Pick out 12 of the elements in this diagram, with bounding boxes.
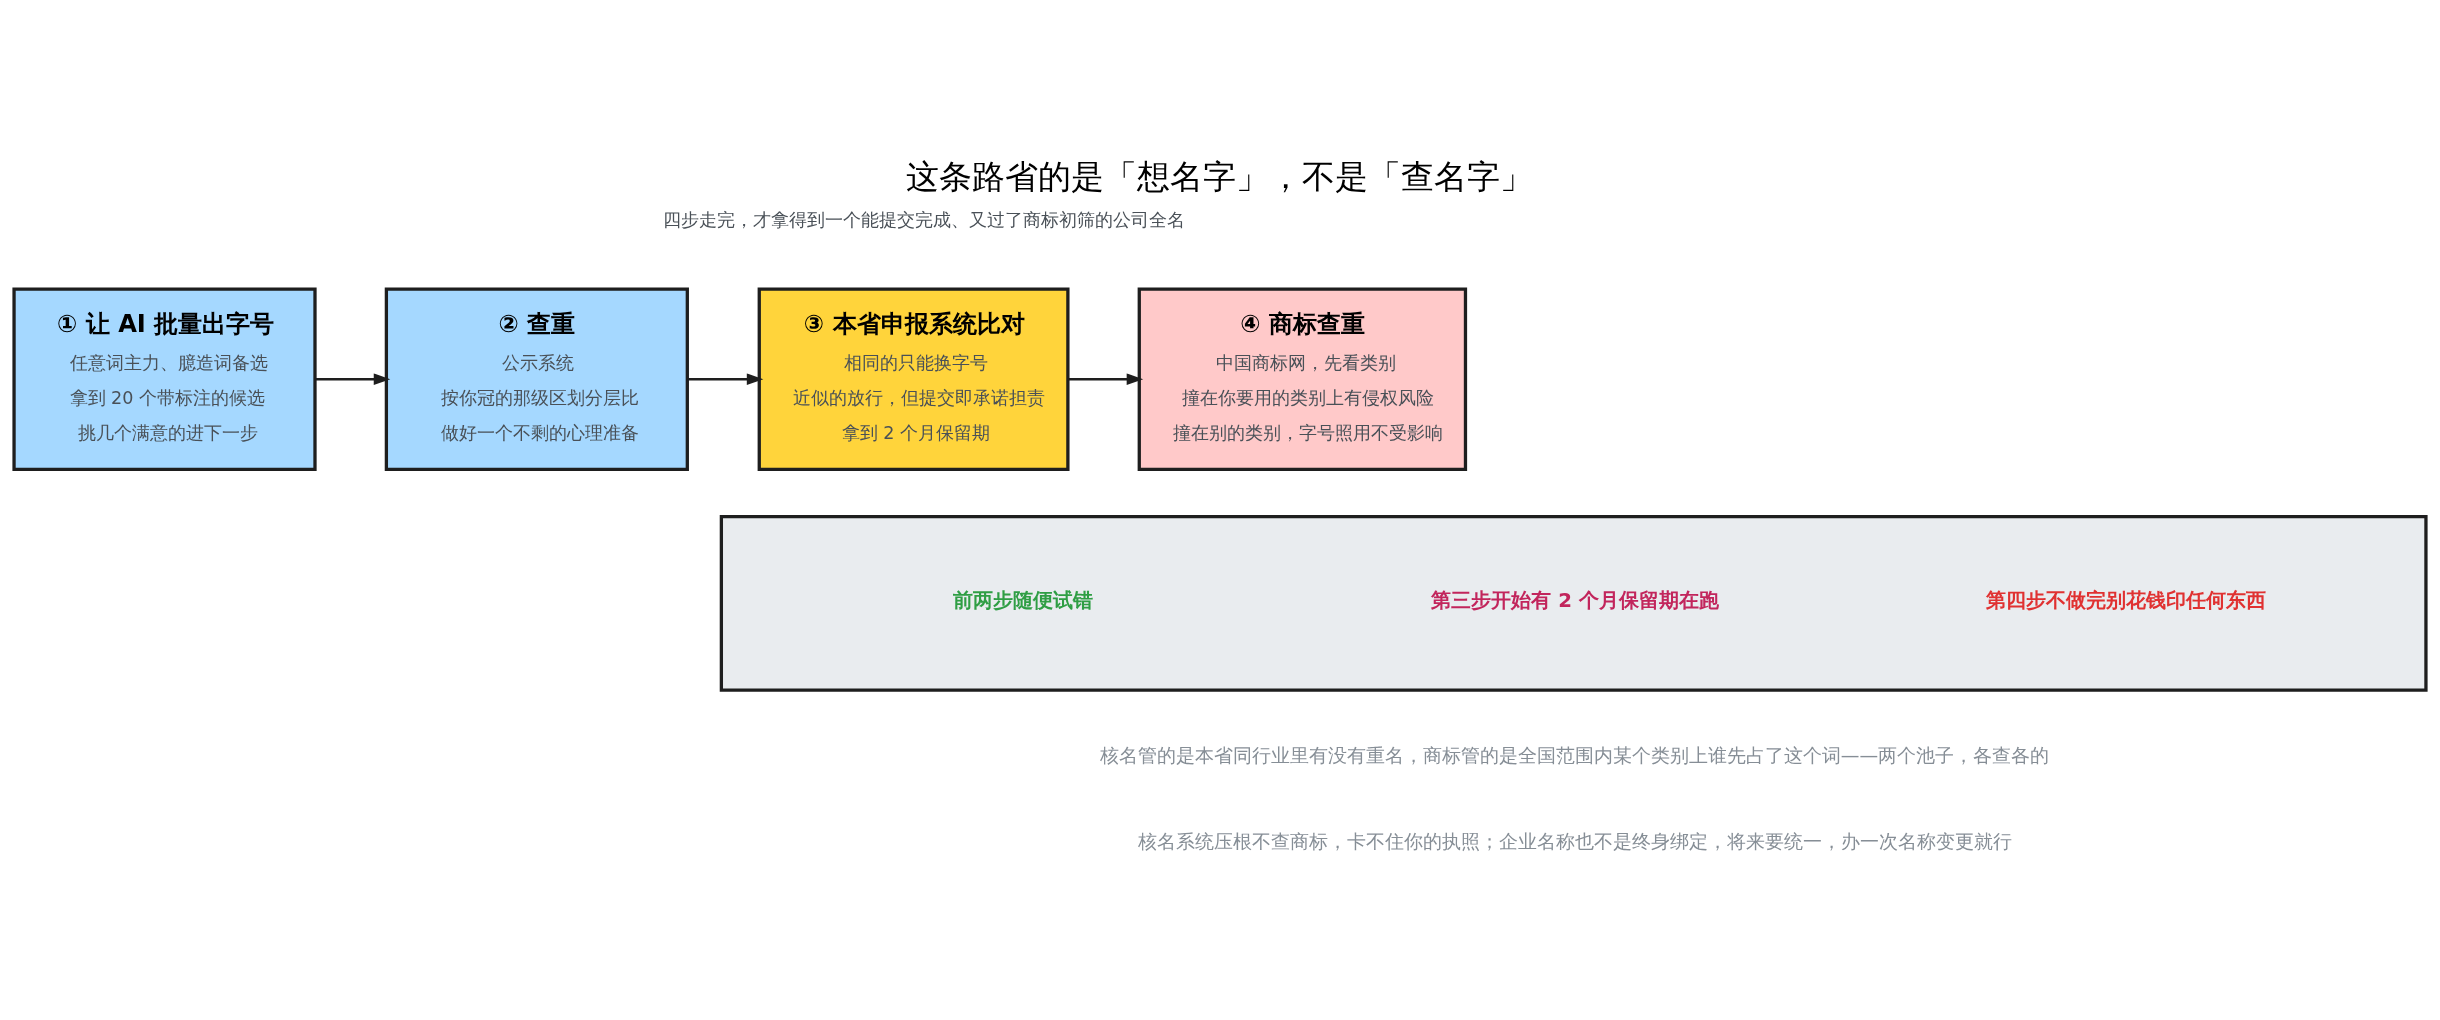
label: 核名系统压根不查商标，卡不住你的执照；企业名称也不是终身绑定，将来要统一，办一次名称变更就行 — [1137, 830, 2012, 852]
node-box: ① 让 AI 批量出字号 任意词主力、臆造词备选 拿到 20 个带标注的候选 挑几个满意的进下一步 — [12, 287, 317, 471]
arrow — [1068, 372, 1144, 385]
arrow — [315, 372, 391, 385]
node-box: ③ 本省申报系统比对 相同的只能换字号 近似的放行，但提交即承诺担责 拿到 2 个月保留期 — [757, 287, 1070, 471]
node-box: ④ 商标查重 中国商标网，先看类别 撞在你要用的类别上有侵权风险 撞在别的类别，字号照用不受影响 — [1137, 287, 1468, 471]
arrow — [687, 372, 764, 385]
diagram-title: 这条路省的是「想名字」，不是「查名字」 — [906, 156, 1534, 196]
node-box: ② 查重 公示系统 按你冠的那级区划分层比 做好一个不剩的心理准备 — [384, 287, 689, 471]
label: 四步走完，才拿得到一个能提交完成、又过了商标初筛的公司全名 — [662, 209, 1185, 230]
node-box: 前两步随便试错 第三步开始有 2 个月保留期在跑 第四步不做完别花钱印任何东西 — [719, 514, 2428, 692]
label: 核名管的是本省同行业里有没有重名，商标管的是全国范围内某个类别上谁先占了这个词——两个池子，各查各的 — [1099, 744, 2050, 766]
